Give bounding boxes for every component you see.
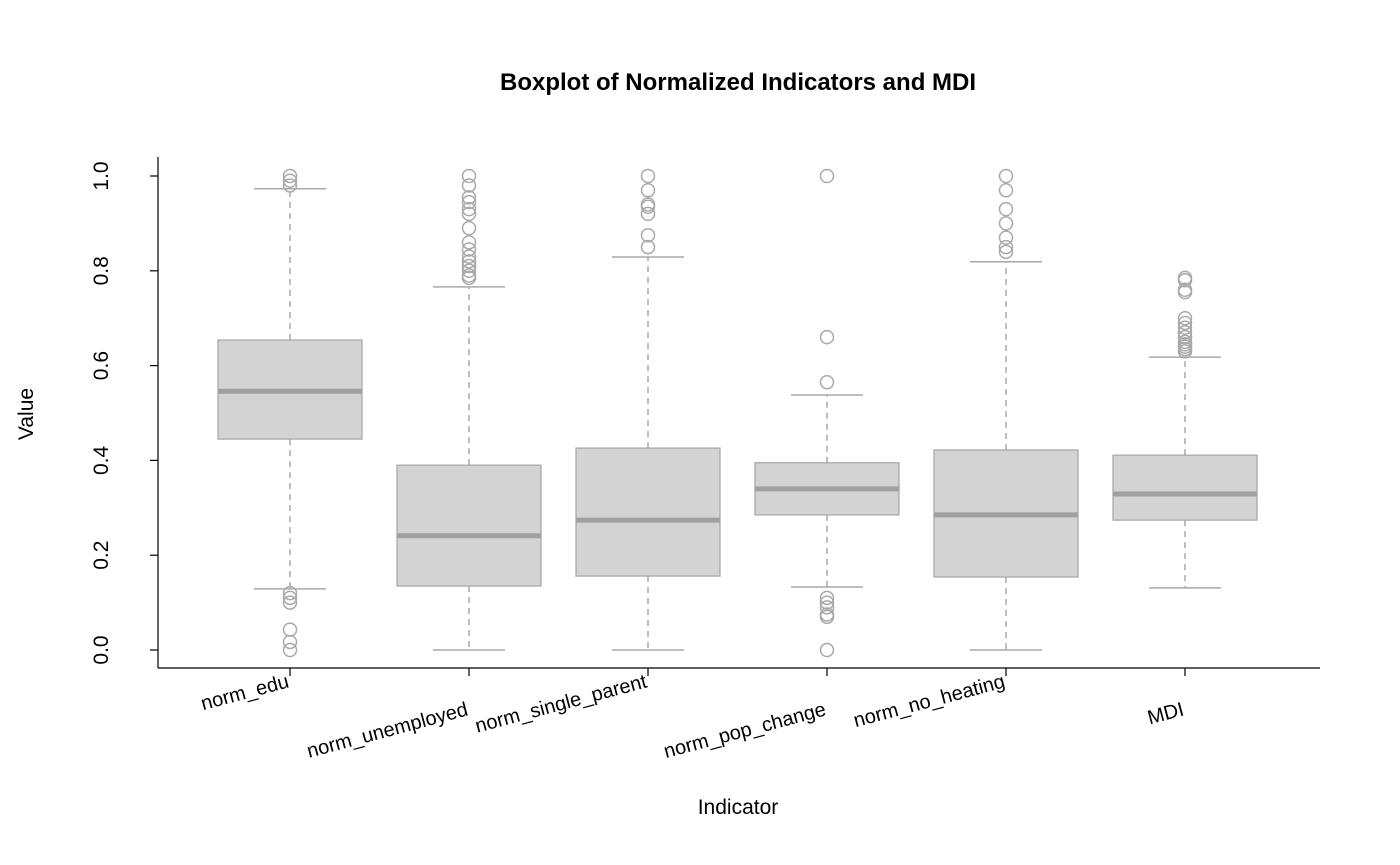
outlier-point	[998, 201, 1014, 217]
outlier-point	[282, 168, 298, 184]
y-tick-label: 0.4	[90, 445, 113, 475]
outlier-point	[1177, 325, 1193, 340]
outlier-point	[461, 258, 477, 274]
outlier-point	[998, 230, 1014, 245]
outlier-point	[640, 168, 656, 184]
outlier-point	[819, 642, 835, 658]
outlier-point	[461, 235, 477, 250]
outlier-point	[282, 622, 298, 637]
x-axis-label: Indicator	[698, 796, 779, 819]
outlier-point	[1177, 315, 1193, 331]
outlier-point	[282, 173, 298, 188]
outlier-point	[461, 220, 477, 236]
outlier-point	[461, 194, 477, 210]
outlier-point	[819, 374, 835, 390]
outlier-point	[282, 585, 298, 601]
outlier-point	[461, 254, 477, 269]
outlier-point	[998, 239, 1014, 255]
outlier-point	[1177, 320, 1193, 335]
iqr-box	[575, 447, 721, 577]
y-tick-label: 1.0	[90, 161, 113, 190]
outlier-point	[1177, 284, 1193, 300]
outlier-point	[998, 168, 1014, 184]
box-group	[217, 168, 363, 658]
outlier-point	[640, 199, 656, 215]
x-tick-label: MDI	[1145, 699, 1186, 730]
y-tick-label: 0.2	[90, 541, 113, 570]
box-group	[575, 168, 721, 651]
outlier-point	[998, 182, 1014, 198]
iqr-box	[1112, 454, 1258, 521]
outlier-point	[819, 590, 835, 606]
outlier-point	[461, 201, 477, 217]
outlier-point	[819, 600, 835, 615]
outlier-point	[819, 609, 835, 625]
iqr-box	[396, 464, 542, 587]
outlier-point	[640, 239, 656, 255]
outlier-point	[998, 216, 1014, 231]
outlier-point	[282, 595, 298, 610]
outlier-point	[282, 590, 298, 606]
outlier-point	[998, 244, 1014, 260]
outlier-point	[461, 168, 477, 184]
x-tick-label: norm_pop_change	[661, 699, 828, 763]
outlier-point	[1177, 344, 1193, 359]
y-axis-label: Value	[15, 388, 38, 440]
y-tick-label: 0.6	[90, 351, 113, 380]
outlier-point	[461, 178, 477, 193]
outlier-point	[1177, 329, 1193, 345]
outlier-point	[282, 642, 298, 658]
outlier-point	[461, 249, 477, 264]
chart-title: Boxplot of Normalized Indicators and MDI	[500, 69, 976, 96]
outlier-point	[640, 228, 656, 243]
outlier-point	[461, 206, 477, 222]
outlier-point	[819, 595, 835, 610]
x-tick-label: norm_single_parent	[473, 670, 650, 737]
outlier-point	[282, 178, 298, 193]
x-tick-label: norm_edu	[199, 671, 292, 716]
box-group	[933, 168, 1079, 651]
outlier-point	[1177, 310, 1193, 326]
outlier-point	[461, 270, 477, 286]
box-group	[1112, 270, 1258, 589]
outlier-point	[461, 242, 477, 257]
outlier-point	[461, 263, 477, 279]
outlier-point	[819, 168, 835, 184]
x-tick-label: norm_no_heating	[851, 671, 1007, 733]
outlier-point	[640, 206, 656, 222]
y-tick-label: 0.0	[90, 635, 113, 664]
outlier-point	[461, 190, 477, 205]
x-tick-label: norm_unemployed	[305, 699, 471, 763]
outlier-point	[1177, 273, 1193, 288]
box-group	[396, 168, 542, 651]
outlier-point	[819, 329, 835, 345]
outlier-point	[282, 634, 298, 650]
box-group	[754, 168, 900, 658]
outlier-point	[640, 182, 656, 198]
y-tick-label: 0.8	[90, 256, 113, 285]
